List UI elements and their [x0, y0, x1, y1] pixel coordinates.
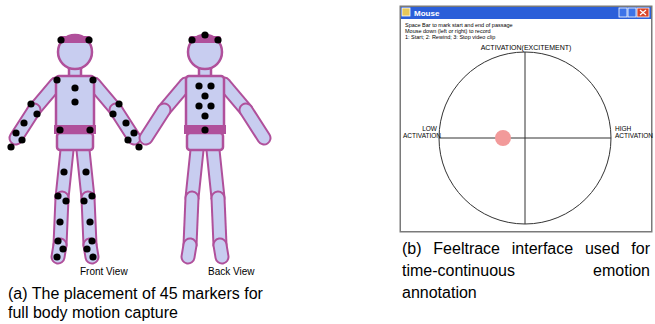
marker-dot [12, 129, 19, 136]
marker-dot [62, 197, 69, 204]
marker-dot [115, 100, 122, 107]
marker-dot [89, 76, 96, 83]
marker-dot [88, 192, 95, 199]
marker-dot [7, 143, 14, 150]
marker-dot [56, 218, 63, 225]
marker-dot [71, 98, 78, 105]
marker-dot [89, 253, 96, 260]
marker-dot [201, 112, 208, 119]
marker-dot [59, 245, 66, 252]
back-figure [146, 35, 264, 257]
markers [7, 31, 221, 260]
marker-dot [57, 36, 64, 43]
axis-label: ACTIVATION(EXCITEMENT) [426, 43, 626, 52]
marker-dot [60, 168, 67, 175]
marker-dot [20, 119, 27, 126]
marker-dot [27, 100, 34, 107]
marker-dot [188, 36, 195, 43]
marker-dot [124, 136, 131, 143]
marker-dot [80, 197, 87, 204]
front-figure [16, 35, 134, 257]
marker-dot [130, 129, 137, 136]
marker-dot [207, 102, 214, 109]
marker-dot [53, 253, 60, 260]
axis-label: LOW ACTIVATION [403, 125, 437, 139]
axis-label: HIGH ACTIVATION [615, 125, 651, 139]
marker-dot [214, 36, 221, 43]
marker-dot [33, 110, 40, 117]
marker-dot [122, 119, 129, 126]
window-title: Mouse [414, 8, 439, 19]
marker-dot [18, 136, 25, 143]
marker-dot [71, 84, 78, 91]
marker-dot [85, 36, 92, 43]
marker-dot [53, 76, 60, 83]
marker-dot [195, 82, 202, 89]
marker-dot [82, 168, 89, 175]
marker-dot [195, 102, 202, 109]
marker-dot [201, 92, 208, 99]
marker-dot [109, 110, 116, 117]
marker-dot [201, 126, 208, 133]
subfigure-caption: (a) The placement of 45 markers for full… [8, 284, 270, 322]
marker-dot [56, 126, 63, 133]
marker-dot [88, 237, 95, 244]
feeltrace-window [400, 6, 652, 232]
marker-dot [83, 245, 90, 252]
marker-dot [207, 82, 214, 89]
marker-dot [54, 237, 61, 244]
marker-dot [201, 31, 208, 38]
instruction-text: Space Bar to mark start and end of passa… [405, 22, 513, 28]
marker-dot [54, 192, 61, 199]
marker-dot [86, 126, 93, 133]
view-label: Back View [208, 266, 255, 278]
view-label: Front View [80, 266, 128, 278]
marker-dot [135, 143, 142, 150]
subfigure-caption: (b) Feeltrace interface used for time-co… [402, 238, 650, 304]
instruction-text: Mouse down (left or right) to record [405, 28, 491, 34]
feeltrace-window: MouseSpace Bar to mark start and end of … [400, 6, 652, 232]
instruction-text: 1: Start; 2: Rewind; 3: Stop video clip [405, 34, 495, 40]
marker-dot [86, 218, 93, 225]
